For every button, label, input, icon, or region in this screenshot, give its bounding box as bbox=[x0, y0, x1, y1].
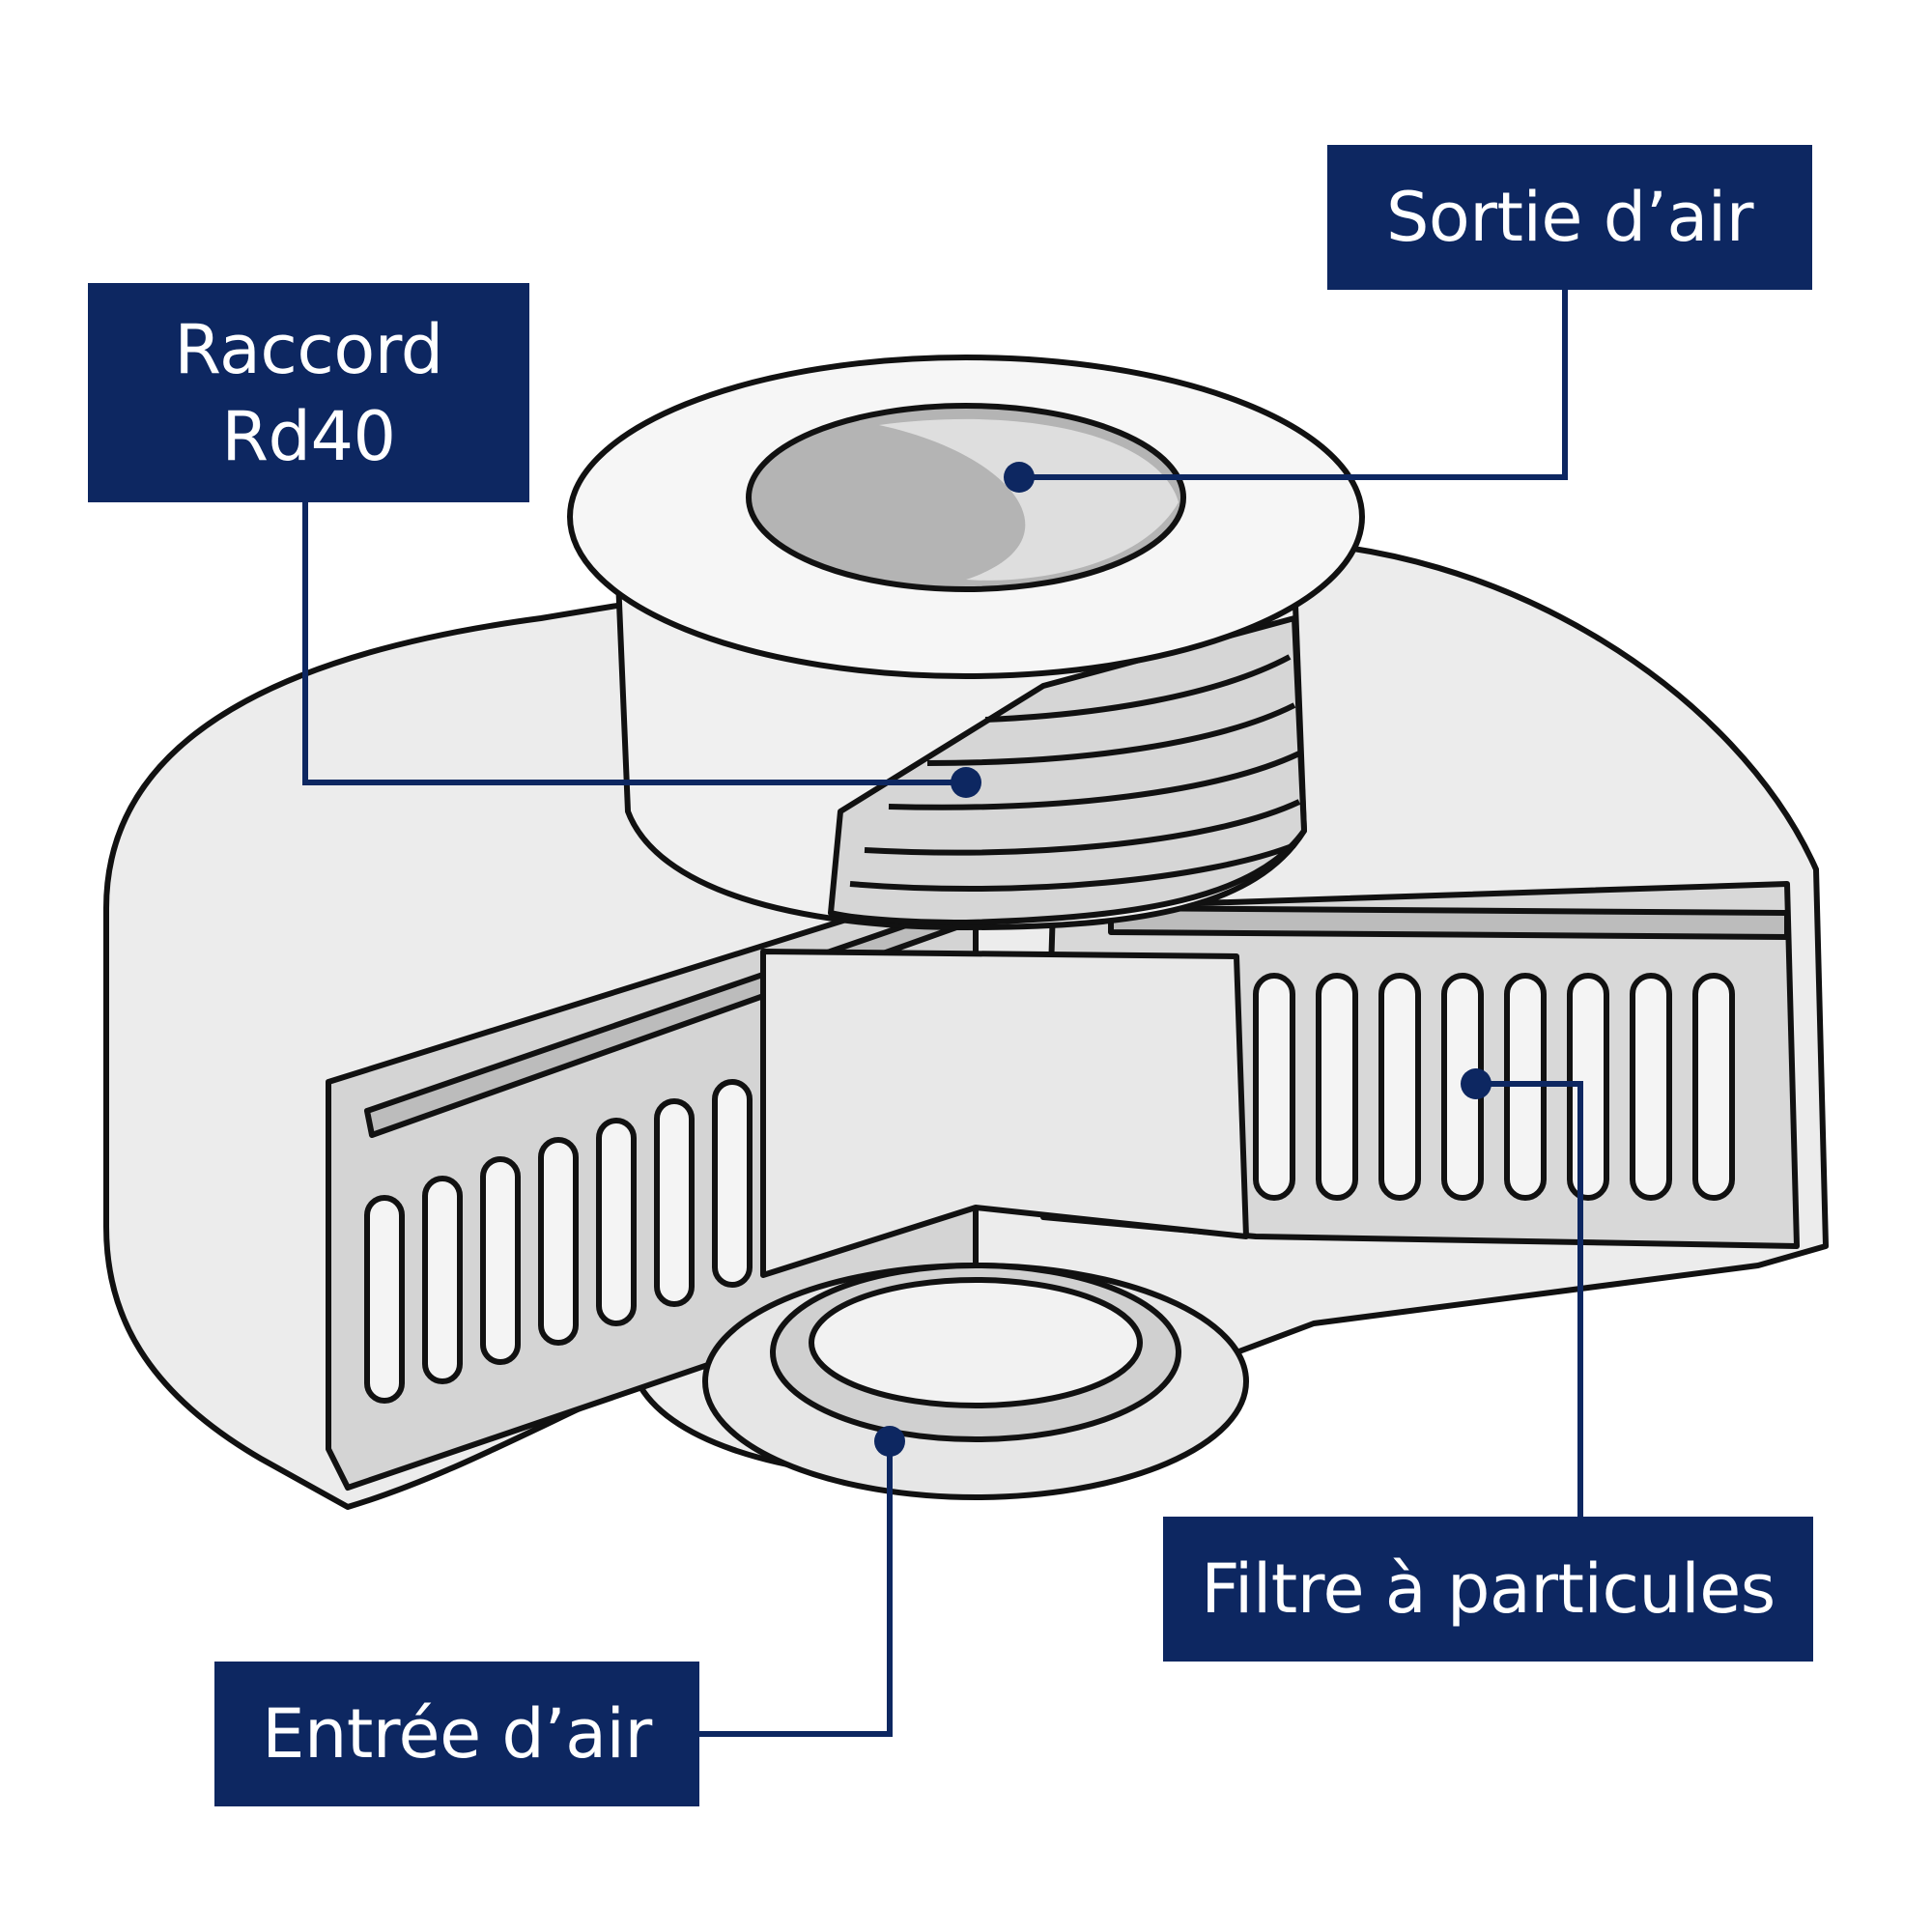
leader-raccord bbox=[302, 499, 966, 785]
label-raccord-line1: Raccord bbox=[174, 309, 443, 389]
label-sortie-air: Sortie d’air bbox=[1327, 145, 1812, 290]
label-raccord: Raccord Rd40 bbox=[88, 283, 529, 502]
leader-filtre bbox=[1476, 1081, 1583, 1517]
central-floor bbox=[760, 949, 1249, 1278]
threaded-coupling bbox=[567, 355, 1365, 930]
leader-sortie bbox=[1019, 290, 1568, 480]
dot-filtre bbox=[1461, 1068, 1492, 1099]
label-entree-text: Entrée d’air bbox=[262, 1694, 652, 1774]
dot-entree bbox=[874, 1426, 905, 1457]
thread-ridges bbox=[849, 654, 1301, 893]
label-raccord-line2: Rd40 bbox=[221, 396, 396, 476]
label-filtre-text: Filtre à particules bbox=[1201, 1549, 1776, 1629]
leader-dots bbox=[874, 462, 1492, 1457]
label-entree-air: Entrée d’air bbox=[214, 1662, 699, 1806]
outlet-highlight bbox=[879, 418, 1179, 581]
leader-lines bbox=[302, 290, 1583, 1737]
label-sortie-text: Sortie d’air bbox=[1385, 178, 1754, 257]
label-filtre: Filtre à particules bbox=[1163, 1517, 1813, 1662]
dot-raccord bbox=[951, 767, 981, 798]
inner-channel-right bbox=[1108, 905, 1790, 940]
leader-entree bbox=[697, 1441, 893, 1737]
right-filter-fins bbox=[1253, 973, 1735, 1201]
air-inlet bbox=[702, 1263, 1249, 1500]
dot-sortie bbox=[1004, 462, 1035, 493]
left-filter-fins bbox=[364, 1079, 753, 1404]
